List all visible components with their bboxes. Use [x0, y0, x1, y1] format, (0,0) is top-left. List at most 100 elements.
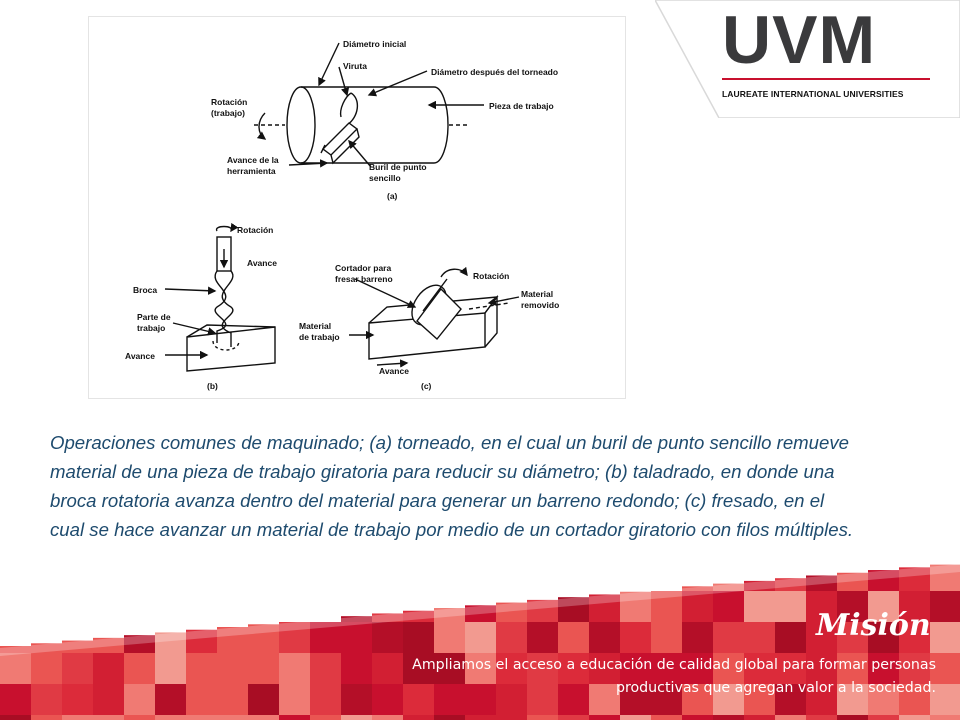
mosaic-cell [403, 610, 434, 622]
label-avance-c: Avance [379, 366, 409, 376]
mosaic-cell [930, 591, 960, 622]
mosaic-cell [930, 564, 960, 591]
mosaic-cell [124, 684, 155, 715]
mosaic-cell [155, 684, 186, 715]
label-material: Material [299, 321, 331, 331]
label-buril-2: sencillo [369, 173, 401, 183]
label-material-2: de trabajo [299, 332, 340, 342]
label-cortador-2: fresar barreno [335, 274, 393, 284]
mosaic-cell [186, 629, 217, 653]
mosaic-cell [31, 684, 62, 715]
mosaic-cell [403, 715, 434, 720]
mosaic-cell [372, 613, 403, 622]
mosaic-cell [124, 715, 155, 720]
mosaic-cell [248, 653, 279, 684]
mosaic-cell [620, 622, 651, 653]
mosaic-cell [434, 715, 465, 720]
diagram-drilling [164, 222, 276, 372]
mosaic-cell [744, 580, 775, 591]
mosaic-cell [527, 715, 558, 720]
diagram-milling [349, 266, 520, 368]
mosaic-cell [465, 622, 496, 653]
label-removido-2: removido [521, 300, 559, 310]
mosaic-cell [217, 653, 248, 684]
mosaic-cell [682, 715, 713, 720]
machining-figure: Diámetro inicial Viruta Diámetro después… [88, 16, 626, 399]
logo-subtitle: LAUREATE INTERNATIONAL UNIVERSITIES [722, 89, 904, 99]
mosaic-cell [496, 622, 527, 653]
mosaic-cell [93, 637, 124, 653]
mosaic-cell [186, 684, 217, 715]
mosaic-cell [744, 622, 775, 653]
mosaic-cell [930, 715, 960, 720]
mosaic-cell [899, 715, 930, 720]
mosaic-cell [93, 684, 124, 715]
mosaic-cell [248, 624, 279, 653]
mosaic-cell [124, 635, 155, 653]
mision-statement: Ampliamos el acceso a educación de calid… [412, 657, 936, 696]
mosaic-cell [341, 622, 372, 653]
label-buril: Buril de punto [369, 162, 427, 172]
mosaic-cell [806, 715, 837, 720]
mosaic-cell [868, 570, 899, 591]
mosaic-cell [713, 591, 744, 622]
label-diametro-despues: Diámetro después del torneado [431, 67, 558, 77]
label-tag-b: (b) [207, 381, 218, 391]
label-broca: Broca [133, 285, 157, 295]
mosaic-cell [434, 622, 465, 653]
mosaic-cell [775, 591, 806, 622]
mosaic-cell [682, 586, 713, 591]
mosaic-cell [62, 684, 93, 715]
mosaic-cell [0, 646, 31, 653]
logo-panel-background [655, 0, 960, 118]
mosaic-cell [124, 653, 155, 684]
mosaic-cell [837, 715, 868, 720]
label-avance-b-top: Avance [247, 258, 277, 268]
label-avance-a: Avance de la [227, 155, 279, 165]
label-avance-a-2: herramienta [227, 166, 276, 176]
mosaic-cell [868, 715, 899, 720]
figure-caption: Operaciones comunes de maquinado; (a) to… [50, 432, 854, 540]
mosaic-cell [341, 715, 372, 720]
mosaic-cell [713, 583, 744, 591]
label-tag-c: (c) [421, 381, 432, 391]
mosaic-cell [775, 578, 806, 591]
mosaic-cell [651, 715, 682, 720]
mosaic-cell [217, 627, 248, 653]
label-tag-a: (a) [387, 191, 398, 201]
mosaic-cell [744, 715, 775, 720]
mosaic-cell [155, 632, 186, 653]
label-removido: Material [521, 289, 553, 299]
mosaic-cell [558, 622, 589, 653]
mosaic-cell [899, 567, 930, 591]
mosaic-cell [682, 591, 713, 622]
mosaic-cell [558, 715, 589, 720]
mosaic-cell [62, 640, 93, 653]
mosaic-cell [279, 715, 310, 720]
mosaic-cell [186, 715, 217, 720]
mision-title: Misión [816, 608, 931, 643]
mosaic-cell [341, 616, 372, 622]
mosaic-cell [0, 653, 31, 684]
mosaic-cell [372, 715, 403, 720]
mosaic-cell [62, 653, 93, 684]
mosaic-cell [589, 715, 620, 720]
mosaic-cell [589, 622, 620, 653]
mosaic-cell [620, 591, 651, 622]
uvm-logo: UVM [722, 2, 877, 78]
mosaic-cell [217, 684, 248, 715]
mosaic-cell [930, 622, 960, 653]
mosaic-cell [248, 715, 279, 720]
mosaic-cell [372, 622, 403, 653]
mosaic-cell [155, 715, 186, 720]
mosaic-cell [93, 715, 124, 720]
mosaic-cell [93, 653, 124, 684]
label-avance-b: Avance [125, 351, 155, 361]
mosaic-cell [527, 622, 558, 653]
mosaic-cell [0, 684, 31, 715]
mosaic-cell [713, 622, 744, 653]
mosaic-cell [620, 715, 651, 720]
label-rotacion-a-2: (trabajo) [211, 108, 245, 118]
mosaic-cell [403, 622, 434, 653]
label-rotacion-a: Rotación [211, 97, 247, 107]
